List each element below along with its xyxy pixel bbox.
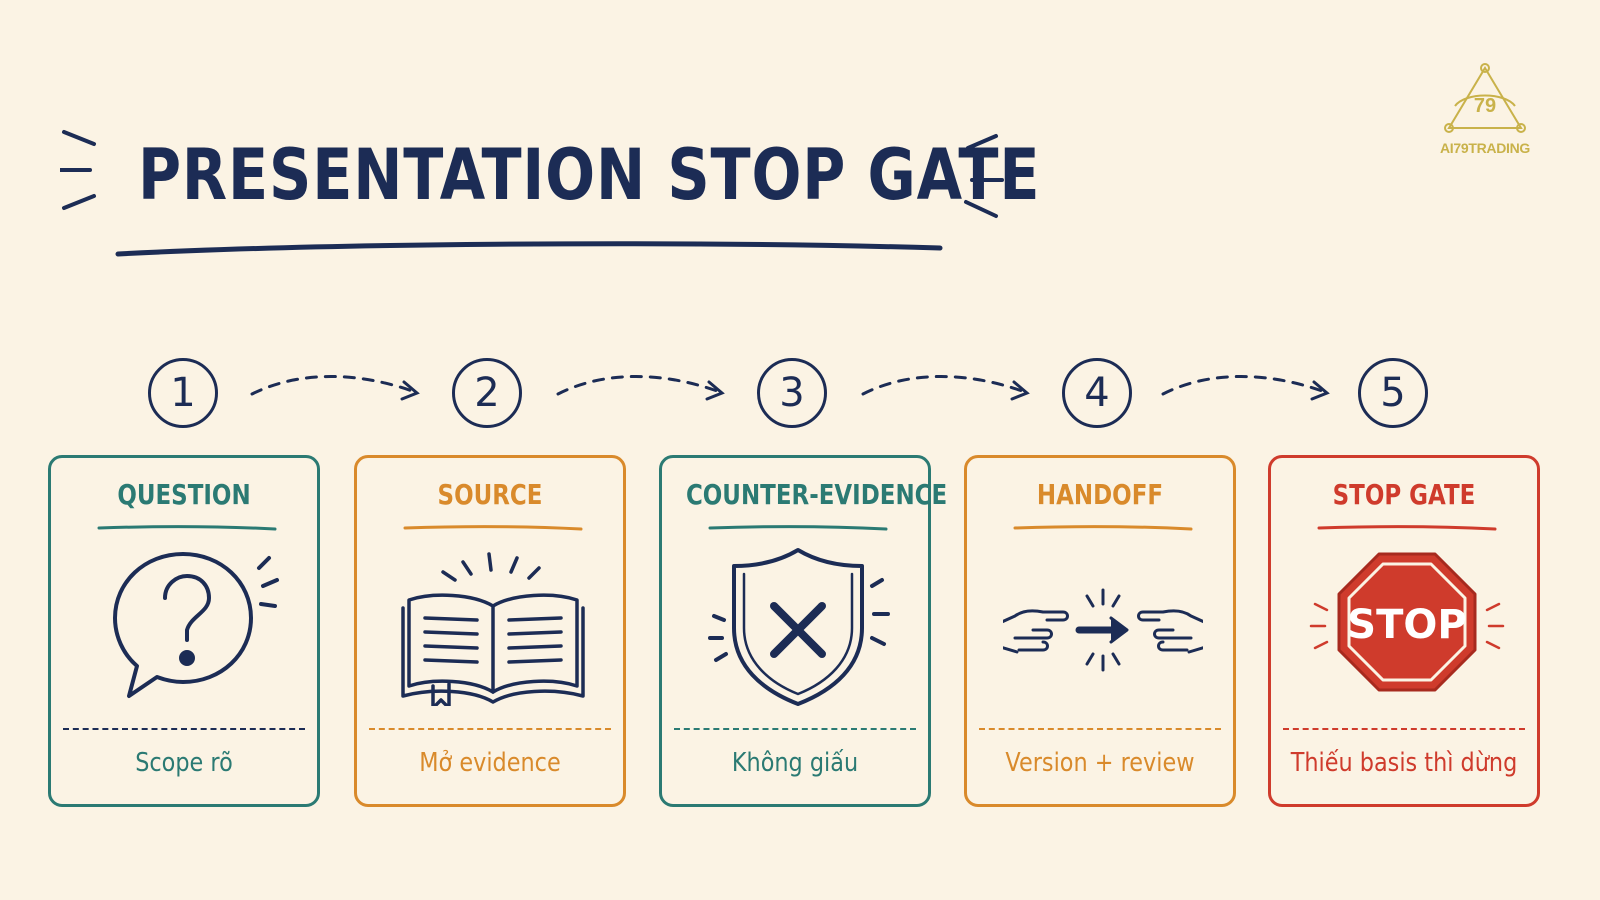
logo-mark: 79 bbox=[1444, 63, 1526, 133]
card-divider bbox=[1283, 728, 1525, 730]
card-caption: Mở evidence bbox=[419, 748, 561, 778]
card-title: STOP GATE bbox=[1332, 478, 1476, 511]
card-title: COUNTER-EVIDENCE bbox=[685, 478, 948, 511]
card-caption: Version + review bbox=[1005, 748, 1195, 778]
card-title-underline bbox=[1013, 525, 1193, 531]
dashed-arrow bbox=[1161, 375, 1327, 396]
stop-sign-icon: STOP bbox=[1309, 552, 1505, 692]
flow-arrows bbox=[250, 375, 1330, 401]
title-underline bbox=[115, 241, 943, 257]
page-title: PRESENTATION STOP GATE bbox=[138, 134, 1041, 216]
arrow-head bbox=[1310, 380, 1330, 401]
left-accent-mark bbox=[62, 130, 96, 146]
card-title-underline bbox=[1317, 525, 1497, 531]
card-divider bbox=[369, 728, 611, 730]
step-card-counter-evidence: COUNTER-EVIDENCE Không giấu bbox=[659, 455, 948, 807]
step-number-5: 5 bbox=[1358, 358, 1428, 428]
card-caption: Thiếu basis thì dừng bbox=[1290, 748, 1518, 778]
step-card-question: QUESTION Scope rõ bbox=[48, 455, 320, 807]
title-block: PRESENTATION STOP GATE bbox=[60, 120, 1040, 270]
card-title-underline bbox=[708, 525, 888, 531]
card-title: HANDOFF bbox=[1036, 478, 1164, 511]
card-caption: Scope rõ bbox=[135, 748, 233, 778]
step-card-stop-gate: STOP GATE STOP Thiếu basis thì dừng bbox=[1268, 455, 1540, 807]
logo-text: AI79TRADING bbox=[1439, 140, 1531, 156]
stop-sign-text: STOP bbox=[1347, 602, 1466, 648]
brand-logo: 79 AI79TRADING bbox=[1425, 62, 1545, 162]
card-title: SOURCE bbox=[437, 478, 543, 511]
dashed-arrow bbox=[556, 375, 722, 396]
step-flow: 1 2 3 4 5 bbox=[0, 350, 1600, 450]
card-divider bbox=[979, 728, 1221, 730]
step-number-1: 1 bbox=[148, 358, 218, 428]
card-caption: Không giấu bbox=[731, 748, 859, 778]
arrow-head bbox=[705, 380, 725, 401]
dashed-arrow bbox=[250, 375, 417, 396]
card-title: QUESTION bbox=[117, 478, 251, 511]
arrow-head bbox=[400, 380, 420, 401]
arrow-head bbox=[1010, 380, 1030, 401]
title-decoration bbox=[60, 130, 1004, 257]
card-divider bbox=[674, 728, 916, 730]
card-title-underline bbox=[97, 525, 277, 531]
step-card-source: SOURCE Mở evidence bbox=[354, 455, 626, 807]
step-number-3: 3 bbox=[757, 358, 827, 428]
shield-x-icon bbox=[708, 548, 890, 706]
card-divider bbox=[63, 728, 305, 730]
handoff-hands-icon bbox=[1003, 588, 1203, 672]
step-number-2: 2 bbox=[452, 358, 522, 428]
card-title-underline bbox=[403, 525, 583, 531]
right-accent-mark bbox=[966, 134, 998, 150]
step-card-handoff: HANDOFF Version + review bbox=[964, 455, 1236, 807]
dashed-arrow bbox=[861, 375, 1027, 396]
left-accent-mark bbox=[62, 194, 96, 210]
step-number-4: 4 bbox=[1062, 358, 1132, 428]
open-book-icon bbox=[401, 552, 585, 706]
logo-mark-text: 79 bbox=[1474, 95, 1496, 117]
right-accent-mark bbox=[964, 200, 998, 218]
question-bubble-icon bbox=[113, 552, 279, 698]
